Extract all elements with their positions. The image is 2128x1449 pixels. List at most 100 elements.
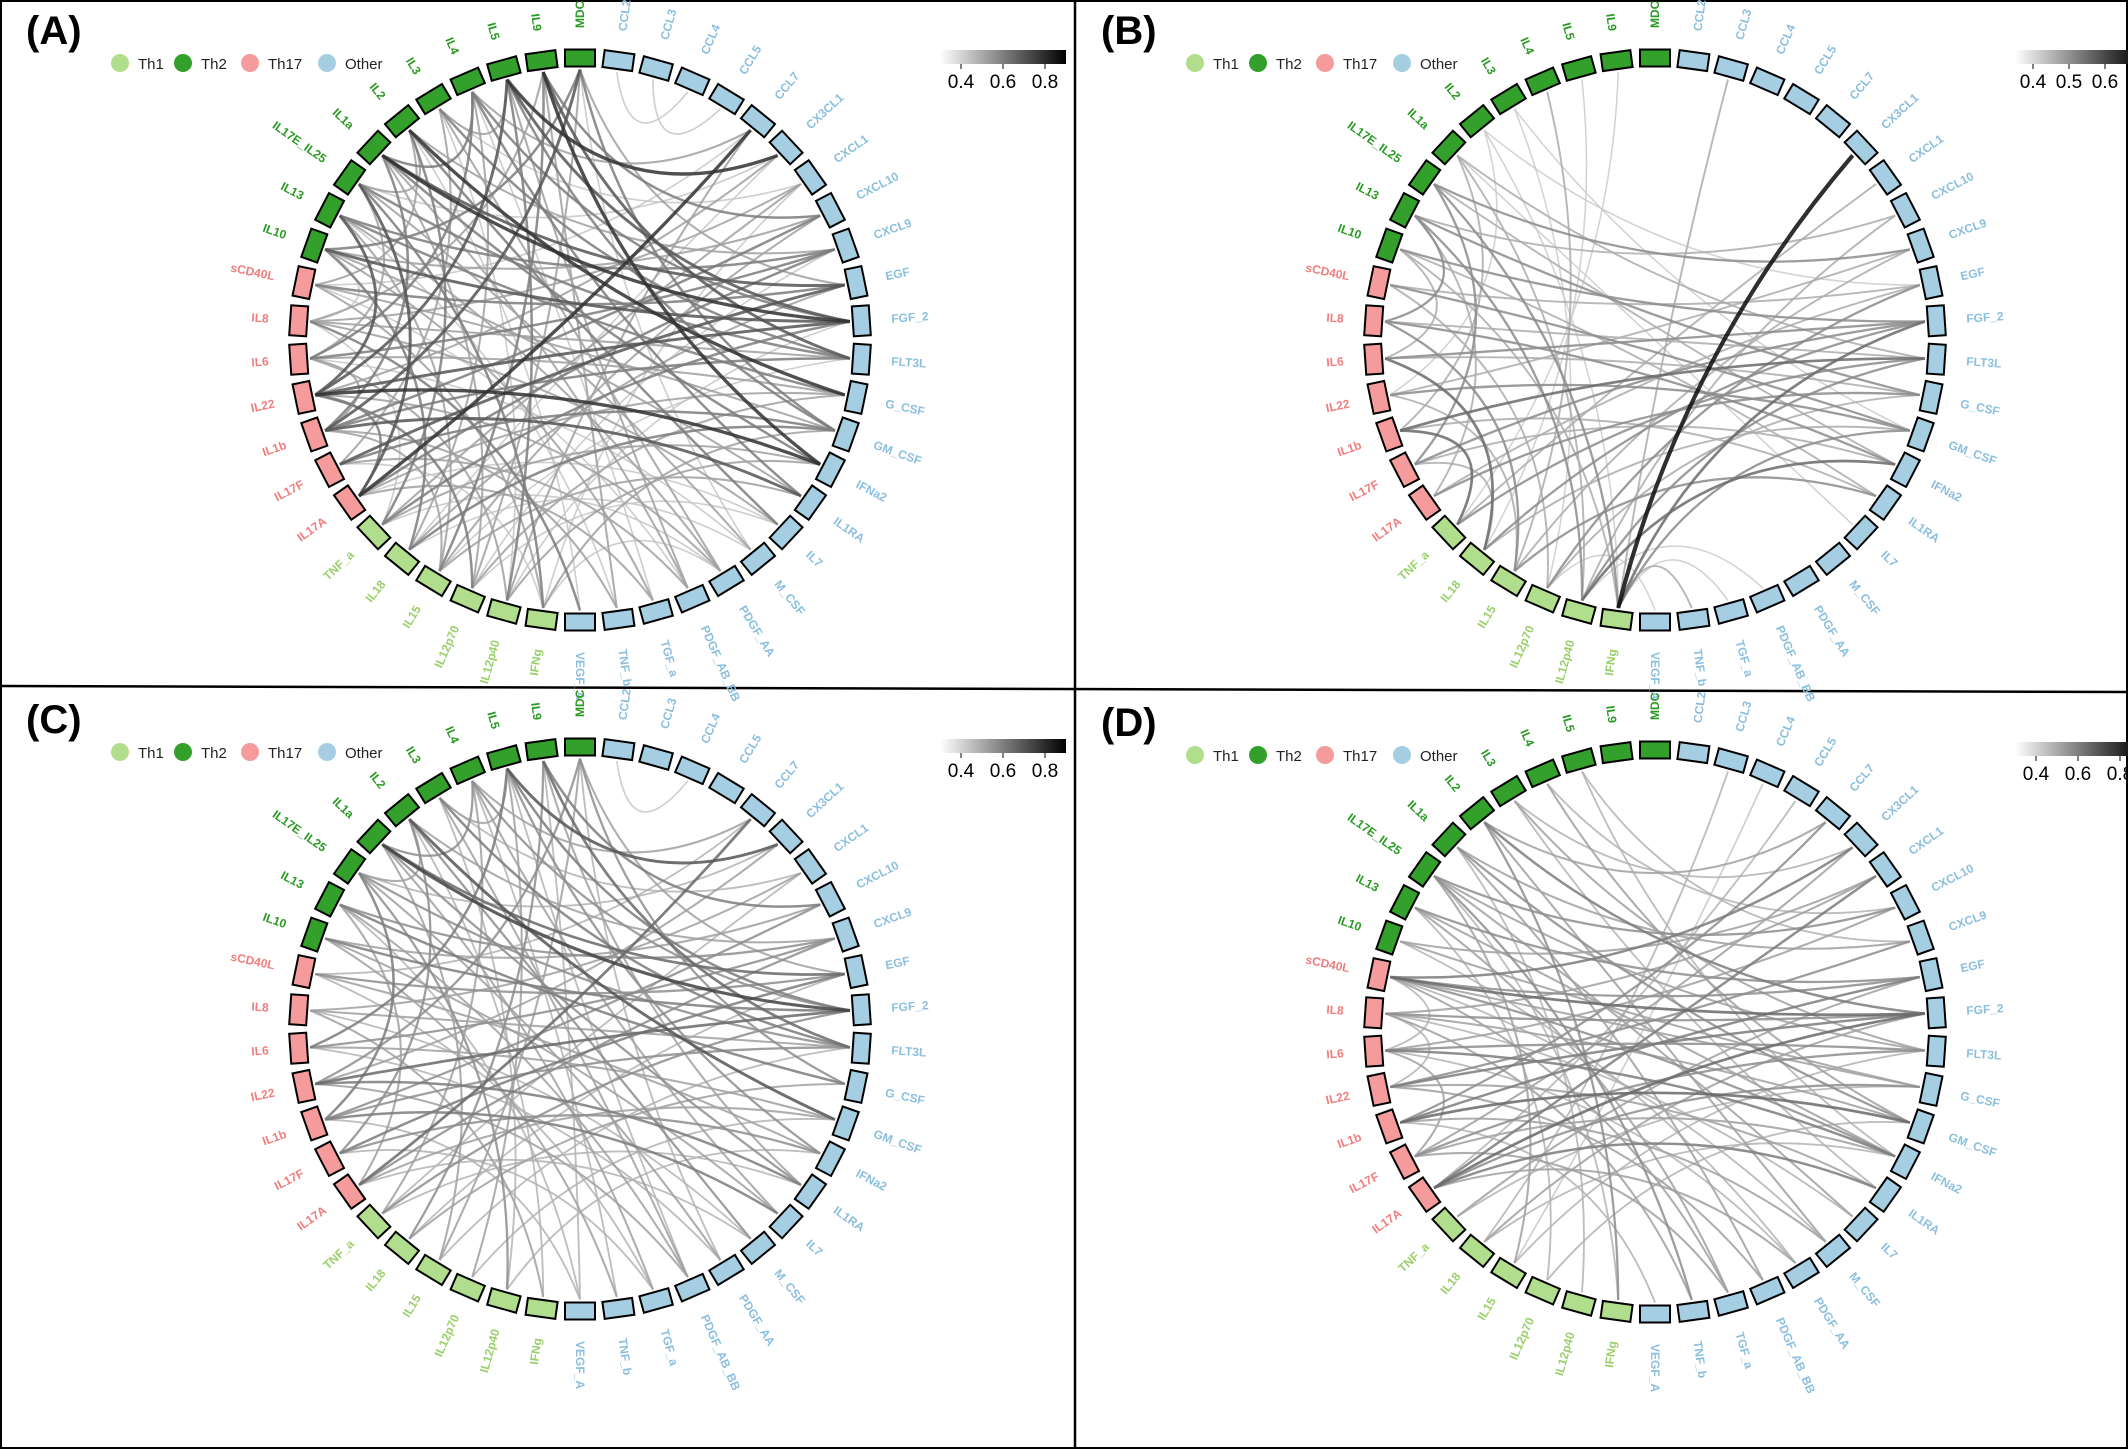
correlation-edge (324, 248, 427, 551)
correlation-edge (1580, 459, 1896, 602)
node-segment (299, 416, 329, 453)
correlation-edge (1390, 1083, 1877, 1189)
node-label: IL3 (403, 744, 424, 766)
node-label: IL17A (1369, 1206, 1404, 1236)
node-label: IL18 (363, 577, 389, 605)
node-segment (414, 564, 453, 598)
correlation-edge (1389, 394, 1518, 572)
node-label: VEGF_A (1648, 652, 1662, 700)
node-label: M_CSF (771, 578, 808, 618)
correlation-edge (1385, 1049, 1896, 1158)
node-label: IL9 (528, 702, 544, 721)
node-label: FGF_2 (891, 998, 930, 1015)
node-segment (793, 158, 828, 196)
correlation-edge (505, 78, 779, 176)
node-label: PDGF_AA (1811, 1295, 1853, 1352)
correlation-edge (1433, 875, 1854, 1218)
node-segment (673, 755, 711, 786)
node-segment (843, 1068, 869, 1104)
node-label: IL8 (1326, 1003, 1345, 1018)
node-label: IL8 (1326, 311, 1345, 326)
node-label: IFNg (527, 648, 545, 676)
legend-swatch-th2 (1249, 54, 1267, 72)
node-label: CCL5 (736, 43, 764, 77)
node-label: IL4 (442, 35, 462, 57)
correlation-edge (314, 843, 779, 1085)
node-label: G_CSF (1959, 1089, 2001, 1111)
colorbar-tick-label: 0.6 (2092, 72, 2118, 93)
correlation-edge (1390, 383, 1911, 432)
correlation-edge (471, 91, 851, 323)
node-segment (1458, 795, 1496, 831)
node-label: IL3 (403, 55, 424, 77)
colorbar-gradient (940, 50, 1066, 64)
node-segment (831, 1105, 861, 1142)
node-label: CCL4 (698, 711, 723, 746)
node-label: IL8 (251, 311, 270, 326)
correlation-edge (1483, 821, 1827, 875)
correlation-edge (1390, 284, 1920, 306)
node-segment (1925, 342, 1947, 376)
correlation-edge (541, 760, 851, 1049)
node-label: IL2 (1442, 80, 1464, 103)
node-segment (850, 993, 872, 1027)
node-label: IL1RA (1906, 1206, 1943, 1238)
node-label: IL1b (260, 1127, 288, 1148)
node-segment (383, 541, 421, 577)
correlation-edge (578, 758, 846, 1086)
node-segment (1524, 758, 1562, 789)
correlation-edge (471, 780, 618, 1298)
node-label: IL17A (1369, 514, 1404, 544)
correlation-edges (309, 758, 851, 1300)
node-segment (843, 379, 869, 415)
correlation-edge (408, 760, 545, 1240)
colorbar-gradient (2015, 50, 2128, 64)
node-segment (1676, 607, 1711, 631)
colorbar-gradient (940, 739, 1066, 753)
node-segment (1366, 1071, 1392, 1107)
node-segment (1560, 598, 1597, 625)
correlation-edge (324, 214, 821, 432)
node-segment (291, 265, 317, 301)
node-label: TGF_a (657, 639, 681, 679)
node-segment (313, 1140, 346, 1178)
correlation-edge (1581, 770, 1910, 943)
correlation-edge (506, 320, 851, 601)
node-label: CCL7 (771, 69, 802, 102)
node-label: CXCL1 (831, 821, 871, 855)
correlation-edge (339, 214, 722, 572)
node-segment (1560, 747, 1597, 774)
node-label: IL1b (1335, 438, 1363, 459)
correlation-edge (1384, 1049, 1445, 1158)
node-label: IL12p40 (477, 638, 503, 685)
correlation-edge (408, 128, 846, 397)
node-label: sCD40L (1304, 261, 1351, 284)
node-label: FLT3L (1966, 1046, 2002, 1062)
node-segment (299, 227, 329, 264)
node-label: CX3CL1 (803, 90, 846, 132)
node-label: IFNa2 (854, 477, 890, 505)
node-segment (299, 916, 329, 953)
node-label: IL9 (1603, 13, 1619, 32)
correlation-edge (1400, 1121, 1656, 1303)
node-segment (1489, 774, 1528, 808)
correlation-edge (339, 903, 836, 959)
correlation-edge (1384, 214, 1446, 323)
legend-swatch-th2 (174, 743, 192, 761)
node-segment (1906, 227, 1936, 264)
correlation-edge (1399, 975, 1921, 1124)
correlation-edge (314, 320, 851, 397)
correlation-edge (1390, 975, 1920, 998)
node-label: CXCL1 (1906, 824, 1946, 858)
node-segment (332, 1173, 367, 1211)
correlation-edge (381, 843, 845, 976)
correlation-edges (1384, 71, 1926, 611)
correlation-edge (541, 71, 851, 360)
node-label: IL22 (250, 397, 277, 416)
node-segment (768, 514, 804, 551)
node-label: IL1b (1335, 1130, 1363, 1151)
node-segment (850, 1031, 872, 1065)
